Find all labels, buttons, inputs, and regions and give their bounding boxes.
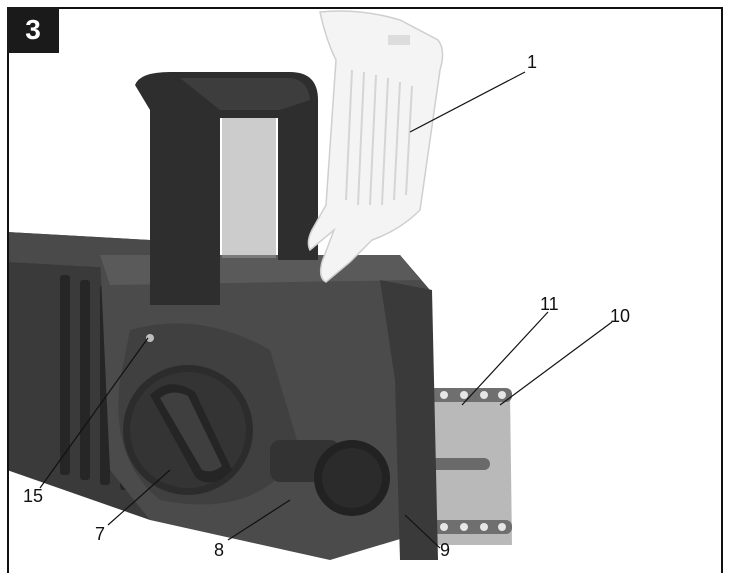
callout-1: 1 xyxy=(527,52,538,72)
callout-9: 9 xyxy=(440,540,451,560)
frame-border-top xyxy=(7,7,723,9)
callout-7: 7 xyxy=(95,524,106,544)
figure-number-badge: 3 xyxy=(7,7,59,53)
leader-lines xyxy=(39,71,613,549)
callout-8: 8 xyxy=(214,540,225,560)
callout-10: 10 xyxy=(610,306,631,326)
frame-border-right xyxy=(721,7,723,573)
callout-15: 15 xyxy=(23,486,44,506)
callout-11: 11 xyxy=(540,294,559,314)
frame-border-left xyxy=(7,7,9,573)
